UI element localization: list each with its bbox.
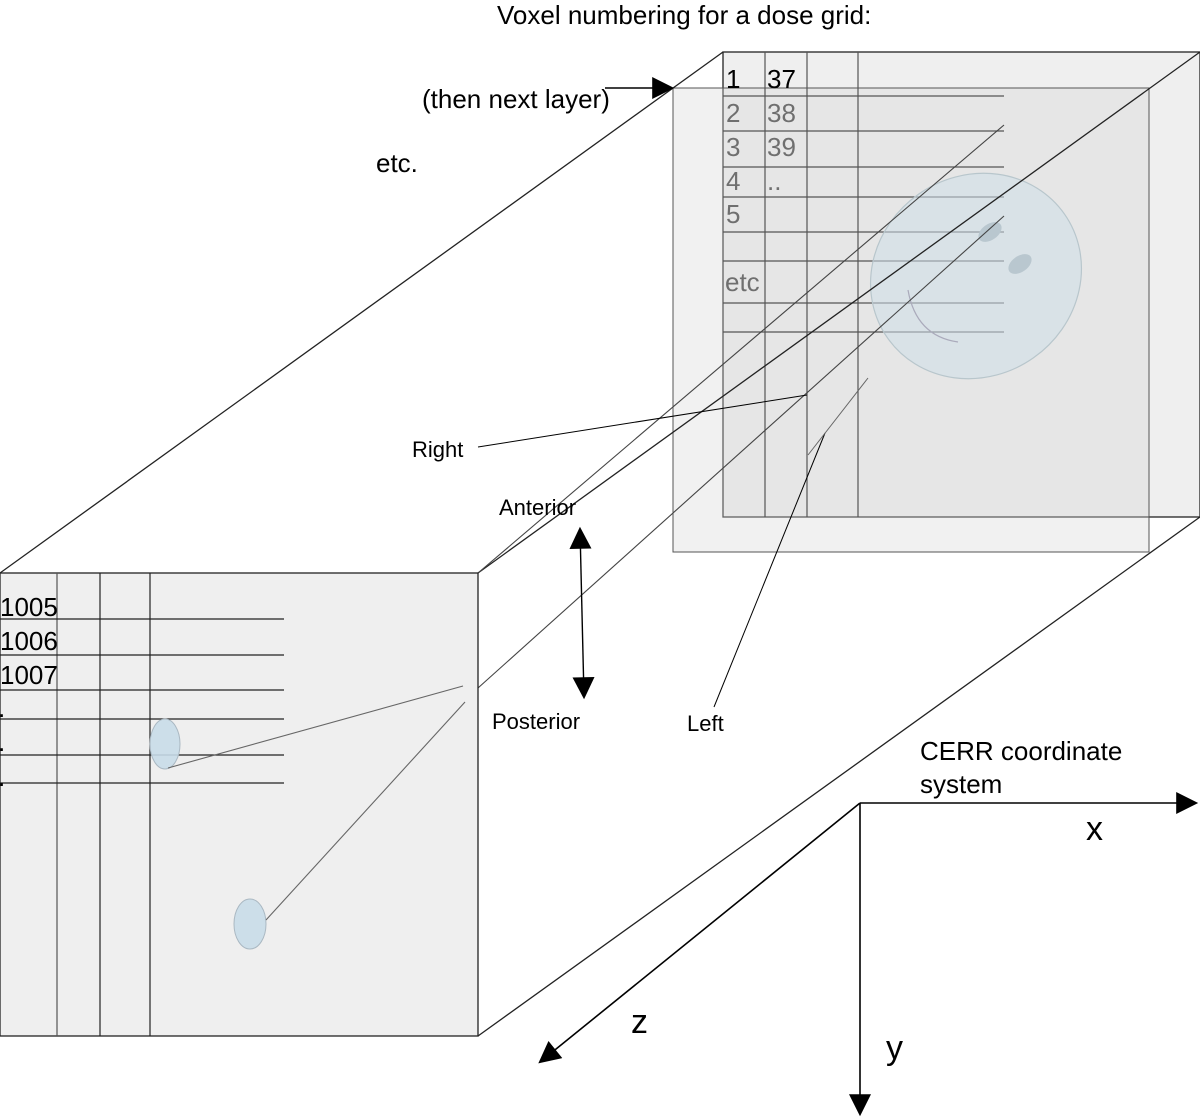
voxel-label: 5 <box>726 199 740 229</box>
next-layer-note: (then next layer) <box>422 84 610 114</box>
coordinate-system-label-line1: CERR coordinate <box>920 736 1122 766</box>
voxel-label: 38 <box>767 98 796 128</box>
z-axis-arrow <box>538 802 861 1064</box>
x-axis-label: x <box>1086 810 1103 848</box>
voxel-label: 3 <box>726 132 740 162</box>
voxel-label: . <box>0 693 5 723</box>
voxel-label: . <box>0 762 5 792</box>
volume-box <box>0 51 1200 1037</box>
voxel-label: 1006 <box>0 626 58 656</box>
orientation-annotations: Right Anterior Posterior Left <box>412 377 869 736</box>
anterior-label: Anterior <box>499 495 576 520</box>
z-axis-label: z <box>631 1003 648 1041</box>
cut-lines <box>477 124 1005 689</box>
etc-note: etc. <box>376 148 418 178</box>
voxel-label: 39 <box>767 132 796 162</box>
voxel-label: 1 <box>726 64 740 94</box>
back-face-numbers: 1 2 3 4 5 37 38 39 .. etc <box>725 64 796 297</box>
anterior-posterior-arrow <box>569 526 595 700</box>
left-leader <box>713 432 826 708</box>
coordinate-system-label-line2: system <box>920 769 1002 799</box>
anatomy-outline-back <box>869 172 1083 380</box>
voxel-label: 1005 <box>0 592 58 622</box>
left-label: Left <box>687 711 724 736</box>
anatomy-outline-front <box>149 685 466 950</box>
front-face <box>0 572 479 1037</box>
y-axis-label: y <box>886 1029 903 1067</box>
box-edges <box>0 51 1200 1037</box>
right-leader <box>477 394 808 448</box>
voxel-label: . <box>0 727 5 757</box>
front-grid <box>0 573 284 1036</box>
diagram-title: Voxel numbering for a dose grid: <box>497 0 871 30</box>
posterior-label: Posterior <box>492 709 580 734</box>
voxel-label: 4 <box>726 166 740 196</box>
coordinate-system: CERR coordinate system x y z <box>538 736 1199 1117</box>
back-etc-label: etc <box>725 267 760 297</box>
voxel-label: 2 <box>726 98 740 128</box>
voxel-label: .. <box>767 166 781 196</box>
voxel-label: 37 <box>767 64 796 94</box>
front-face-numbers: 1005 1006 1007 . . . <box>0 592 58 792</box>
back-grid <box>723 52 1004 517</box>
left-pointer <box>807 377 869 456</box>
right-label: Right <box>412 437 463 462</box>
voxel-label: 1007 <box>0 660 58 690</box>
